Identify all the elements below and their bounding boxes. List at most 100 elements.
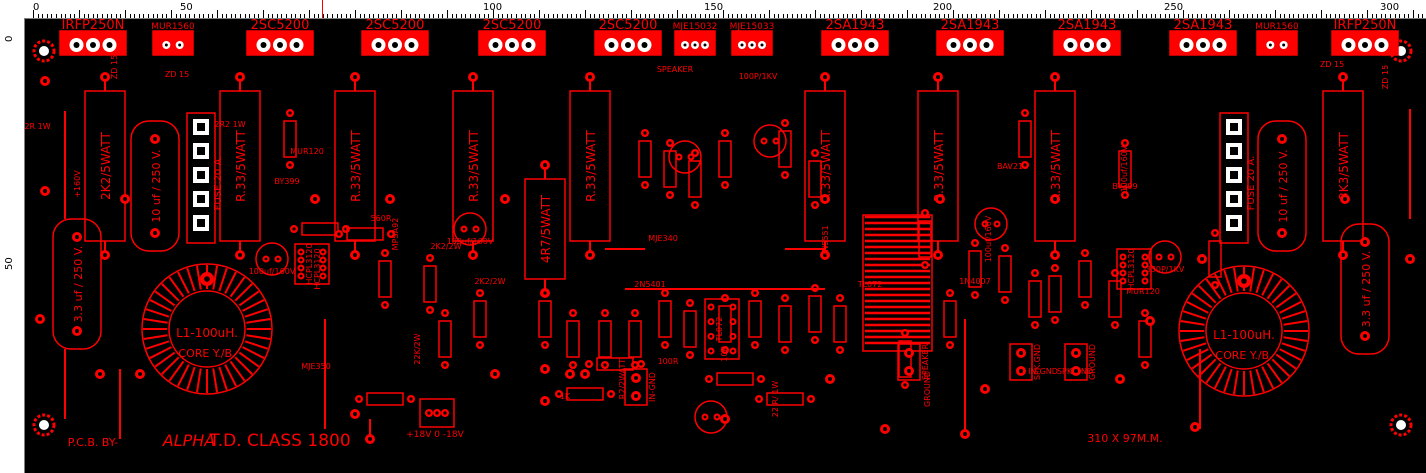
- ruler-tick: [635, 14, 637, 18]
- inductor-winding: [246, 318, 271, 324]
- mounting-hole-center: [1396, 420, 1406, 430]
- ruler-tick: [1095, 14, 1097, 18]
- component-label: MJE340: [648, 234, 678, 243]
- pad-hole: [693, 203, 697, 207]
- pad-hole: [938, 197, 942, 201]
- transistor-pin-hole: [277, 42, 283, 48]
- small-resistor: [566, 320, 580, 358]
- pad-hole: [292, 227, 296, 231]
- pad-hole: [1053, 318, 1057, 322]
- inductor-winding: [242, 299, 265, 312]
- transistor-label: MJE15032: [673, 22, 718, 32]
- ruler-tick: [341, 14, 343, 18]
- inductor-winding: [1205, 362, 1222, 384]
- pad-hole: [1200, 257, 1204, 261]
- pad-hole: [583, 372, 587, 376]
- ruler-tick: [759, 14, 761, 18]
- pad-hole: [1143, 255, 1147, 259]
- ruler-tick: [1293, 14, 1295, 18]
- pad-hole: [138, 372, 142, 376]
- ruler-tick: [382, 14, 384, 18]
- pad-hole: [677, 155, 681, 159]
- ruler-tick: [1367, 10, 1368, 18]
- transistor-label: MJE15033: [730, 22, 775, 32]
- small-resistor: [943, 300, 957, 338]
- pad-hole: [543, 163, 547, 167]
- resistor-5w-label: R.33/5WATT: [234, 130, 248, 202]
- ruler-tick: [1219, 14, 1221, 18]
- ruler-tick: [1371, 14, 1373, 18]
- pad-hole: [543, 291, 547, 295]
- fuse-holder: [186, 112, 216, 244]
- ruler-tick: [585, 10, 586, 18]
- pad-hole: [1280, 231, 1284, 235]
- ruler-tick: [359, 14, 361, 18]
- pad-hole: [688, 353, 692, 357]
- ruler-tick: [1284, 14, 1286, 18]
- ruler-tick: [42, 14, 44, 18]
- ruler-tick: [787, 14, 789, 18]
- transistor-label: MUR1560: [151, 22, 195, 32]
- transistor-pin-hole: [1200, 42, 1206, 48]
- ruler-tick: [1344, 14, 1345, 18]
- inductor-winding: [244, 340, 269, 350]
- pad-hole: [634, 376, 638, 380]
- ruler-tick: [1026, 14, 1028, 18]
- ruler-tick: [1183, 10, 1184, 18]
- pad-hole: [428, 256, 432, 260]
- ruler-left-label: 50: [4, 257, 15, 270]
- ruler-tick: [999, 10, 1000, 18]
- ruler-tick: [985, 14, 987, 18]
- transistor-pin-hole: [760, 43, 764, 47]
- inductor-winding: [149, 299, 172, 312]
- transistor-pin-hole: [868, 42, 875, 48]
- pad-hole: [1363, 240, 1367, 244]
- ruler-tick: [548, 14, 550, 18]
- ruler-tick: [534, 14, 536, 18]
- component-label: ZD 15: [110, 55, 119, 79]
- ruler-tick: [1233, 14, 1235, 18]
- connector-label: SPEAKER: [921, 343, 930, 380]
- component-label: 2N5401: [634, 280, 665, 289]
- inductor-winding: [1249, 370, 1255, 395]
- transistor-pin-hole: [1268, 43, 1272, 47]
- ruler-tick: [861, 10, 862, 18]
- ruler-tick: [1385, 14, 1387, 18]
- pad-hole: [663, 343, 667, 347]
- ruler-tick: [428, 14, 430, 18]
- ruler-tick: [976, 14, 977, 18]
- transistor-pin-hole: [375, 42, 382, 48]
- component-label: 100R: [658, 357, 679, 366]
- ruler-tick: [801, 14, 803, 18]
- ruler-tick: [240, 14, 241, 18]
- pad-hole: [709, 305, 713, 309]
- pad-hole: [936, 75, 940, 79]
- small-resistor: [718, 140, 732, 178]
- component-label: BY399: [274, 177, 299, 186]
- component-label: 22 R/ 1W: [771, 381, 780, 418]
- small-resistor: [808, 295, 822, 333]
- ruler-tick: [1141, 14, 1143, 18]
- component-label: +160V: [73, 170, 82, 198]
- ruler-tick: [465, 14, 467, 18]
- ruler-tick: [621, 14, 623, 18]
- ruler-tick: [318, 14, 320, 18]
- pad-hole: [1213, 231, 1217, 235]
- ruler-tick: [442, 14, 444, 18]
- ruler-tick: [847, 14, 849, 18]
- connector-label: GROUND: [1088, 344, 1097, 380]
- ruler-tick: [1169, 14, 1171, 18]
- inductor-winding: [1205, 278, 1222, 300]
- ruler-tick: [1210, 14, 1212, 18]
- inductor-label: L1-100uH.: [1213, 328, 1275, 342]
- component-label: MUR120: [290, 147, 324, 156]
- fuse-pad-hole: [1230, 219, 1238, 227]
- pad-hole: [731, 349, 735, 353]
- inductor-winding: [168, 276, 185, 298]
- fuse-pad-hole: [1230, 123, 1238, 131]
- ruler-tick: [138, 14, 140, 18]
